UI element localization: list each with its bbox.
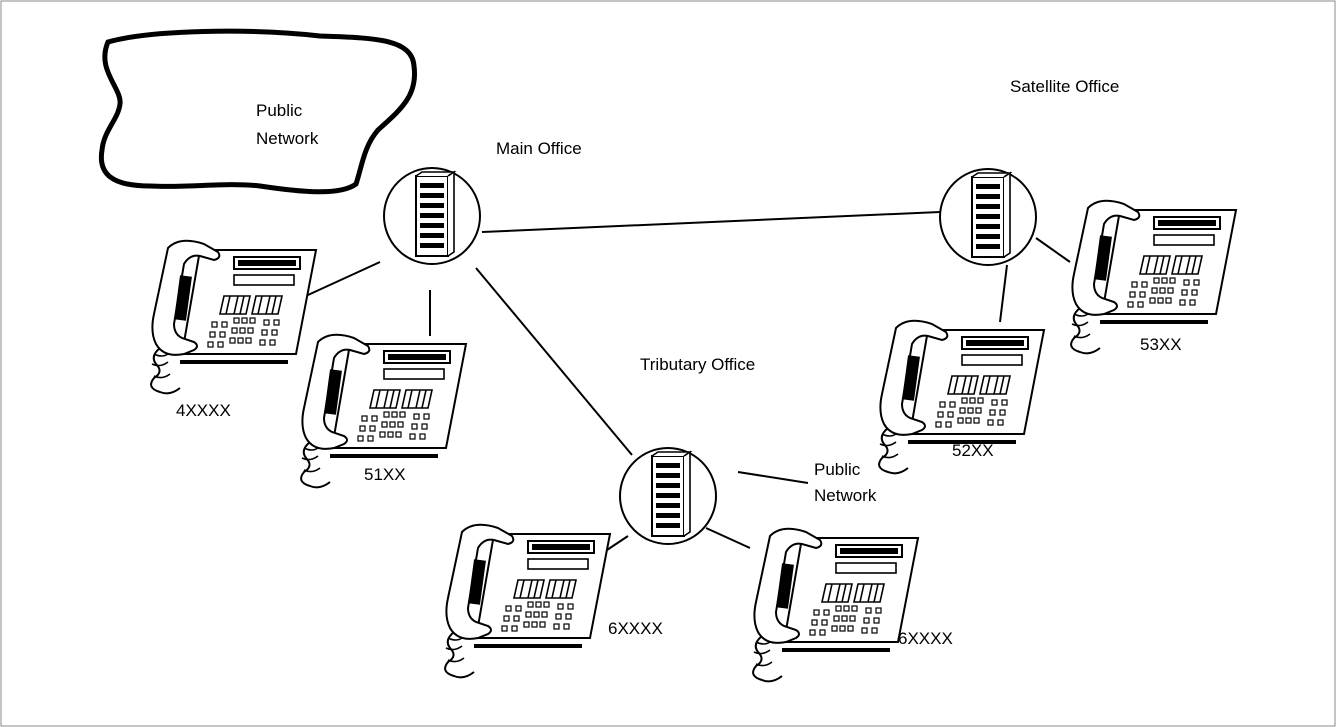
phone-label: 51XX [364, 465, 406, 484]
main-office-label: Main Office [496, 139, 582, 158]
link-satellite-phone-53xx [1035, 237, 1071, 263]
phone-6xxxx-left: 6XXXX [445, 525, 663, 678]
telephone-icon [445, 525, 610, 678]
phone-label: 6XXXX [608, 619, 663, 638]
telephone-icon [151, 241, 316, 394]
link-tributary-public-network [737, 471, 809, 484]
link-satellite-phone-52xx [999, 264, 1008, 323]
phone-51xx: 51XX [301, 335, 466, 488]
satellite-office-switch-icon [939, 168, 1037, 266]
telephone-icon [753, 529, 918, 682]
phone-label: 4XXXX [176, 401, 231, 420]
public-network-2-line2: Network [814, 486, 877, 505]
connections [296, 211, 1071, 557]
public-network-1-line1: Public [256, 101, 303, 120]
link-main-satellite [481, 211, 941, 233]
phone-label: 6XXXX [898, 629, 953, 648]
public-network-2-line1: Public [814, 460, 861, 479]
tributary-office-label: Tributary Office [640, 355, 755, 374]
phone-label: 52XX [952, 441, 994, 460]
satellite-office-label: Satellite Office [1010, 77, 1119, 96]
phone-6xxxx-right: 6XXXX [753, 529, 953, 682]
link-main-phone-4xxxx [296, 261, 381, 301]
tributary-office-switch-icon [619, 447, 717, 545]
link-tributary-phone-6xxxx-right [705, 527, 751, 549]
phone-label: 53XX [1140, 335, 1182, 354]
public-network-1-line2: Network [256, 129, 319, 148]
phone-53xx: 53XX [1071, 201, 1236, 354]
telephone-icon [1071, 201, 1236, 354]
link-main-tributary [475, 267, 633, 456]
phone-4xxxx: 4XXXX [151, 241, 316, 420]
main-office-switch-icon [383, 167, 481, 265]
phone-52xx: 52XX [879, 321, 1044, 474]
public-network-cloud [98, 28, 418, 195]
